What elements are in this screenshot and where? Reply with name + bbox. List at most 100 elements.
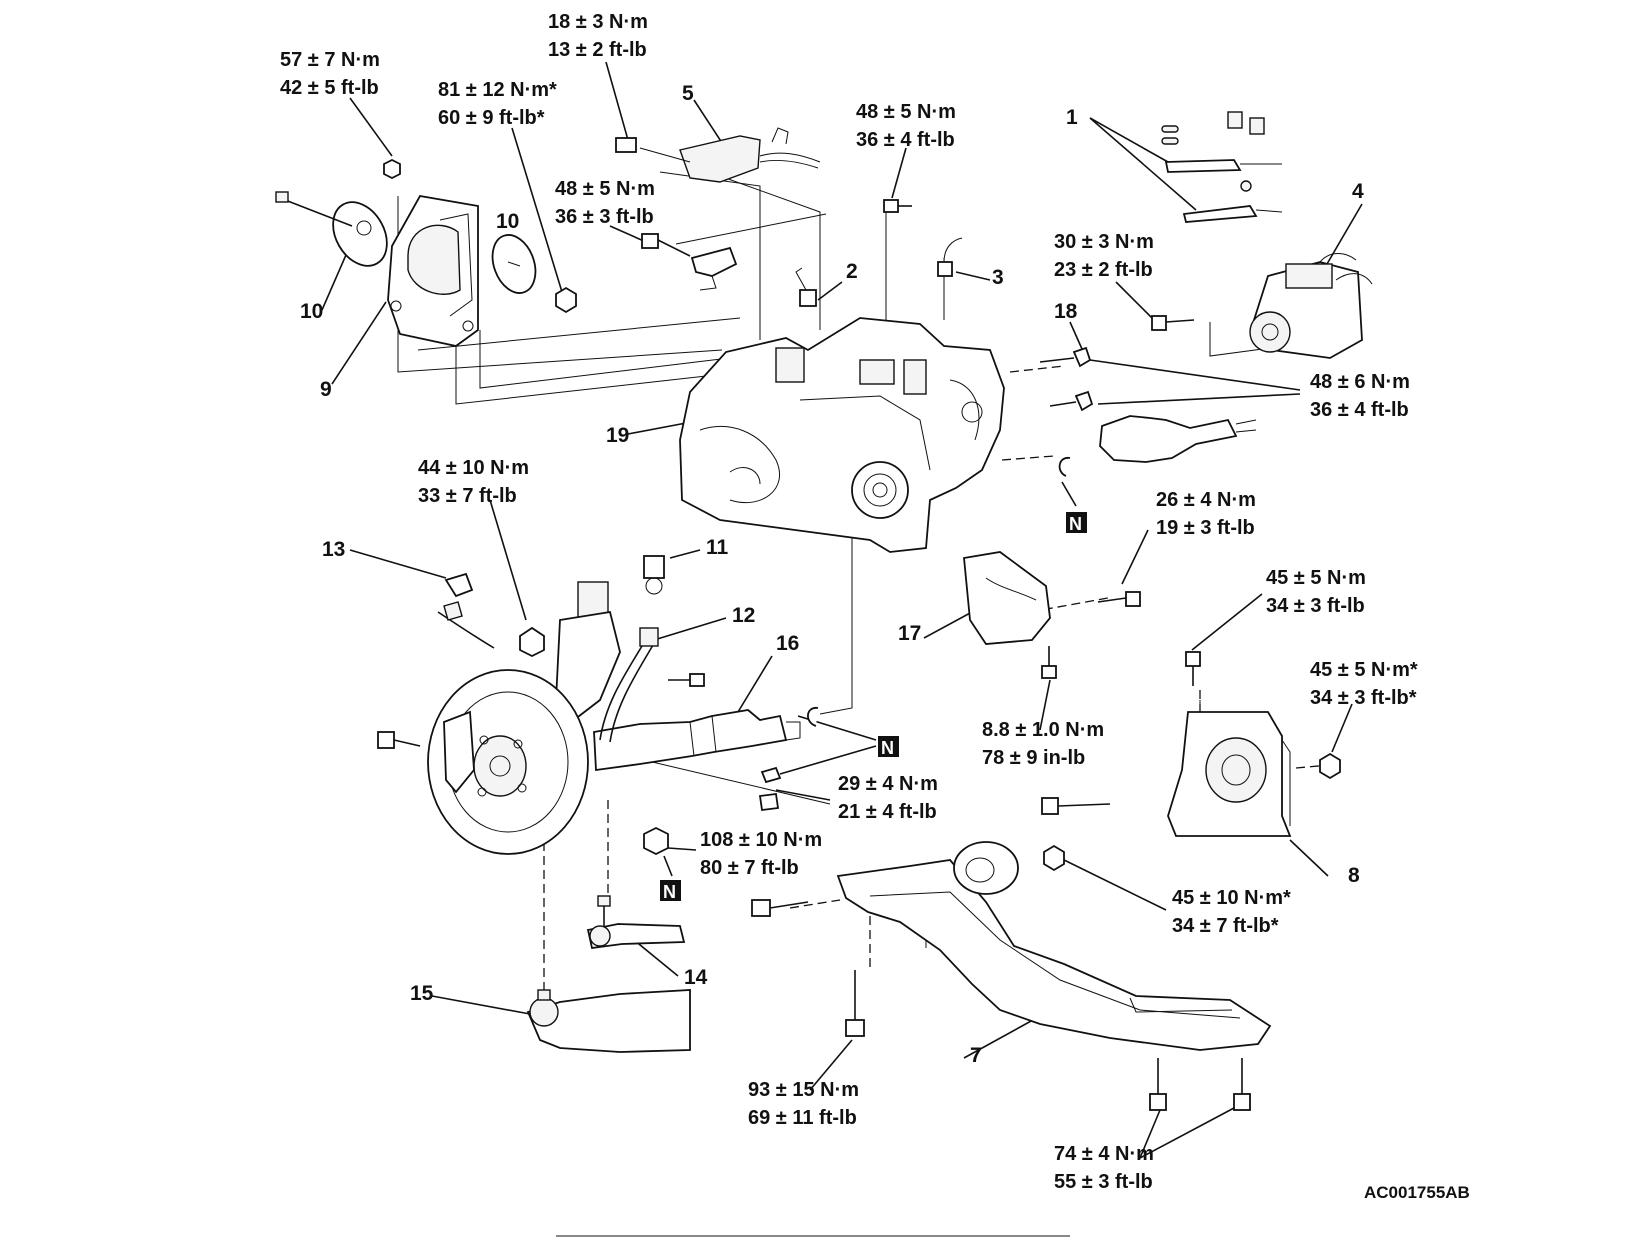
- torque-label: 26 ± 4 N·m 19 ± 3 ft-lb: [1156, 489, 1256, 539]
- roll-stopper: [953, 841, 1019, 895]
- svg-text:42 ± 5 ft-lb: 42 ± 5 ft-lb: [280, 77, 379, 99]
- bolt: [1039, 346, 1092, 368]
- svg-text:48 ± 6 N·m: 48 ± 6 N·m: [1310, 371, 1410, 393]
- part-number-9: 9: [320, 378, 332, 401]
- new-part-marker: N: [1066, 512, 1087, 534]
- bolt: [883, 199, 912, 213]
- harness-clips: [1161, 111, 1283, 223]
- svg-text:57 ± 7 N·m: 57 ± 7 N·m: [280, 49, 380, 71]
- nut: [555, 286, 577, 314]
- figure-code: AC001755AB: [1364, 1183, 1470, 1202]
- drive-shaft-right: [1099, 415, 1257, 463]
- switch: [937, 237, 963, 277]
- svg-text:13 ± 2 ft-lb: 13 ± 2 ft-lb: [548, 39, 647, 61]
- lower-arm: [526, 989, 691, 1053]
- svg-text:34 ± 3 ft-lb: 34 ± 3 ft-lb: [1266, 595, 1365, 617]
- part-number-10: 10: [496, 210, 519, 233]
- torque-label: 108 ± 10 N·m 80 ± 7 ft-lb: [700, 829, 822, 879]
- part-number-8: 8: [1348, 864, 1360, 887]
- part-number-2: 2: [846, 260, 858, 283]
- svg-text:81 ± 12 N·m*: 81 ± 12 N·m*: [438, 79, 557, 101]
- torque-label: 81 ± 12 N·m* 60 ± 9 ft-lb*: [438, 79, 557, 129]
- brake-hose: [599, 627, 659, 743]
- part-number-3: 3: [992, 266, 1004, 289]
- torque-label: 45 ± 5 N·m 34 ± 3 ft-lb: [1266, 567, 1366, 617]
- torque-label: 44 ± 10 N·m 33 ± 7 ft-lb: [418, 457, 529, 507]
- svg-text:N: N: [881, 738, 894, 758]
- harness-connector: [615, 127, 821, 183]
- bolt: [668, 673, 705, 687]
- part-number-10: 10: [300, 300, 323, 323]
- part-number-16: 16: [776, 632, 799, 655]
- bolt: [1149, 1058, 1167, 1111]
- bolt: [377, 731, 421, 749]
- torque-label: 45 ± 5 N·m* 34 ± 3 ft-lb*: [1310, 659, 1418, 709]
- svg-text:45 ± 5 N·m*: 45 ± 5 N·m*: [1310, 659, 1418, 681]
- svg-text:34 ± 7 ft-lb*: 34 ± 7 ft-lb*: [1172, 915, 1279, 937]
- svg-text:33 ± 7 ft-lb: 33 ± 7 ft-lb: [418, 485, 517, 507]
- svg-text:26 ± 4 N·m: 26 ± 4 N·m: [1156, 489, 1256, 511]
- brake-caliper: [443, 710, 475, 794]
- stopper-left: [275, 191, 388, 267]
- torque-label: 48 ± 6 N·m 36 ± 4 ft-lb: [1310, 371, 1410, 421]
- part-number-4: 4: [1352, 180, 1364, 203]
- part-number-18: 18: [1054, 300, 1078, 323]
- part-number-12: 12: [732, 604, 755, 627]
- svg-text:80 ± 7 ft-lb: 80 ± 7 ft-lb: [700, 857, 799, 879]
- svg-text:69 ± 11 ft-lb: 69 ± 11 ft-lb: [748, 1107, 857, 1129]
- part-number-19: 19: [606, 424, 629, 447]
- part-number-7: 7: [970, 1044, 982, 1067]
- bolt: [1041, 797, 1111, 815]
- torque-label: 18 ± 3 N·m 13 ± 2 ft-lb: [548, 11, 648, 61]
- svg-text:55 ± 3 ft-lb: 55 ± 3 ft-lb: [1054, 1171, 1153, 1193]
- svg-text:18 ± 3 N·m: 18 ± 3 N·m: [548, 11, 648, 33]
- svg-text:36 ± 3 ft-lb: 36 ± 3 ft-lb: [555, 206, 654, 228]
- tie-rod-end: [586, 895, 686, 950]
- svg-text:21 ± 4 ft-lb: 21 ± 4 ft-lb: [838, 801, 937, 823]
- strut: [555, 581, 621, 722]
- torque-label: 48 ± 5 N·m 36 ± 3 ft-lb: [555, 178, 655, 228]
- svg-text:8.8 ± 1.0 N·m: 8.8 ± 1.0 N·m: [982, 719, 1104, 741]
- torque-label: 30 ± 3 N·m 23 ± 2 ft-lb: [1054, 231, 1154, 281]
- svg-text:78 ± 9 in-lb: 78 ± 9 in-lb: [982, 747, 1085, 769]
- svg-text:44 ± 10 N·m: 44 ± 10 N·m: [418, 457, 529, 479]
- stopper-right: [491, 234, 537, 294]
- svg-text:93 ± 15 N·m: 93 ± 15 N·m: [748, 1079, 859, 1101]
- new-part-marker: N: [878, 736, 899, 758]
- torque-label: 29 ± 4 N·m 21 ± 4 ft-lb: [838, 773, 938, 823]
- heat-protector: [963, 551, 1051, 645]
- torque-label: 8.8 ± 1.0 N·m 78 ± 9 in-lb: [982, 719, 1104, 769]
- svg-text:34 ± 3 ft-lb*: 34 ± 3 ft-lb*: [1310, 687, 1417, 709]
- part-number-5: 5: [682, 82, 694, 105]
- torque-label: 57 ± 7 N·m 42 ± 5 ft-lb: [280, 49, 380, 99]
- svg-text:19 ± 3 ft-lb: 19 ± 3 ft-lb: [1156, 517, 1255, 539]
- wheel-speed-sensor: [437, 572, 495, 649]
- svg-text:23 ± 2 ft-lb: 23 ± 2 ft-lb: [1054, 259, 1153, 281]
- engine-mount-bracket: [387, 195, 479, 347]
- bolt: [1185, 651, 1201, 686]
- svg-text:N: N: [1069, 514, 1082, 534]
- svg-text:60 ± 9 ft-lb*: 60 ± 9 ft-lb*: [438, 107, 545, 129]
- svg-text:48 ± 5 N·m: 48 ± 5 N·m: [856, 101, 956, 123]
- nut: [1319, 752, 1341, 780]
- torque-label: 48 ± 5 N·m 36 ± 4 ft-lb: [856, 101, 956, 151]
- split-pin: [758, 766, 782, 812]
- part-number-1: 1: [1066, 106, 1078, 129]
- svg-text:36 ± 4 ft-lb: 36 ± 4 ft-lb: [1310, 399, 1409, 421]
- svg-text:36 ± 4 ft-lb: 36 ± 4 ft-lb: [856, 129, 955, 151]
- svg-text:45 ± 10 N·m*: 45 ± 10 N·m*: [1172, 887, 1291, 909]
- part-number-17: 17: [898, 622, 921, 645]
- part-number-13: 13: [322, 538, 345, 561]
- hose-fitting: [643, 555, 665, 595]
- circlip: [807, 707, 819, 727]
- part-number-11: 11: [706, 536, 729, 559]
- transaxle-mount: [1167, 711, 1292, 837]
- torque-label: 45 ± 10 N·m* 34 ± 7 ft-lb*: [1172, 887, 1291, 937]
- bolt: [1151, 315, 1195, 331]
- drive-shaft-left: [593, 709, 801, 772]
- svg-text:74 ± 4 N·m: 74 ± 4 N·m: [1054, 1143, 1154, 1165]
- nut: [519, 626, 545, 658]
- nut: [1043, 844, 1065, 872]
- svg-text:30 ± 3 N·m: 30 ± 3 N·m: [1054, 231, 1154, 253]
